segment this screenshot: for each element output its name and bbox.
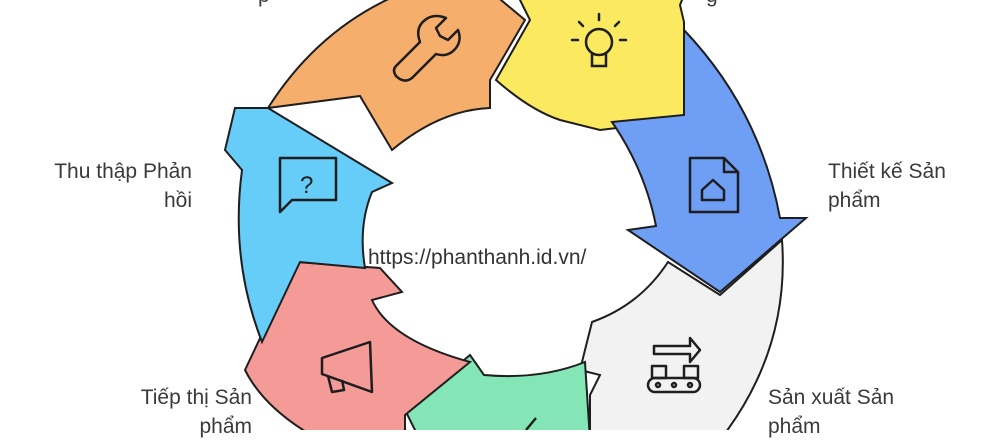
label-line2: phẩm <box>768 415 821 438</box>
wrench-icon <box>392 14 461 82</box>
label-line2: phẩm <box>828 189 881 212</box>
svg-text:?: ? <box>300 172 313 199</box>
label-fragment-top-right: g <box>706 0 718 7</box>
segment-gray <box>578 237 784 430</box>
chevron-icon <box>525 417 537 430</box>
label-line1: Thu thập Phản <box>54 160 192 183</box>
label-line1: Sản xuất Sản <box>768 386 895 409</box>
label-product-manufacturing: Sản xuất Sản phẩm <box>768 383 894 441</box>
lightbulb-icon <box>570 12 628 68</box>
label-fragment-top-left: p <box>258 0 270 7</box>
label-line2: phẩm <box>199 415 252 438</box>
conveyor-icon <box>646 336 702 394</box>
segment-yellow <box>494 0 685 132</box>
label-product-marketing: Tiếp thị Sản phẩm <box>141 383 252 441</box>
label-line1: Tiếp thị Sản <box>140 386 252 409</box>
label-line1: Thiết kế Sản <box>828 160 946 183</box>
label-line2: hồi <box>163 189 192 212</box>
center-url-text: https://phanthanh.id.vn/ <box>368 246 587 269</box>
label-product-design: Thiết kế Sản phẩm <box>828 157 946 215</box>
segment-blue <box>610 27 809 294</box>
segment-lightblue <box>223 107 395 345</box>
megaphone-icon <box>320 340 374 394</box>
question-bubble-icon: ? <box>278 156 338 214</box>
document-house-icon <box>688 156 740 214</box>
cycle-diagram: ? p g <box>223 0 809 430</box>
label-collect-feedback: Thu thập Phản hồi <box>54 157 192 215</box>
